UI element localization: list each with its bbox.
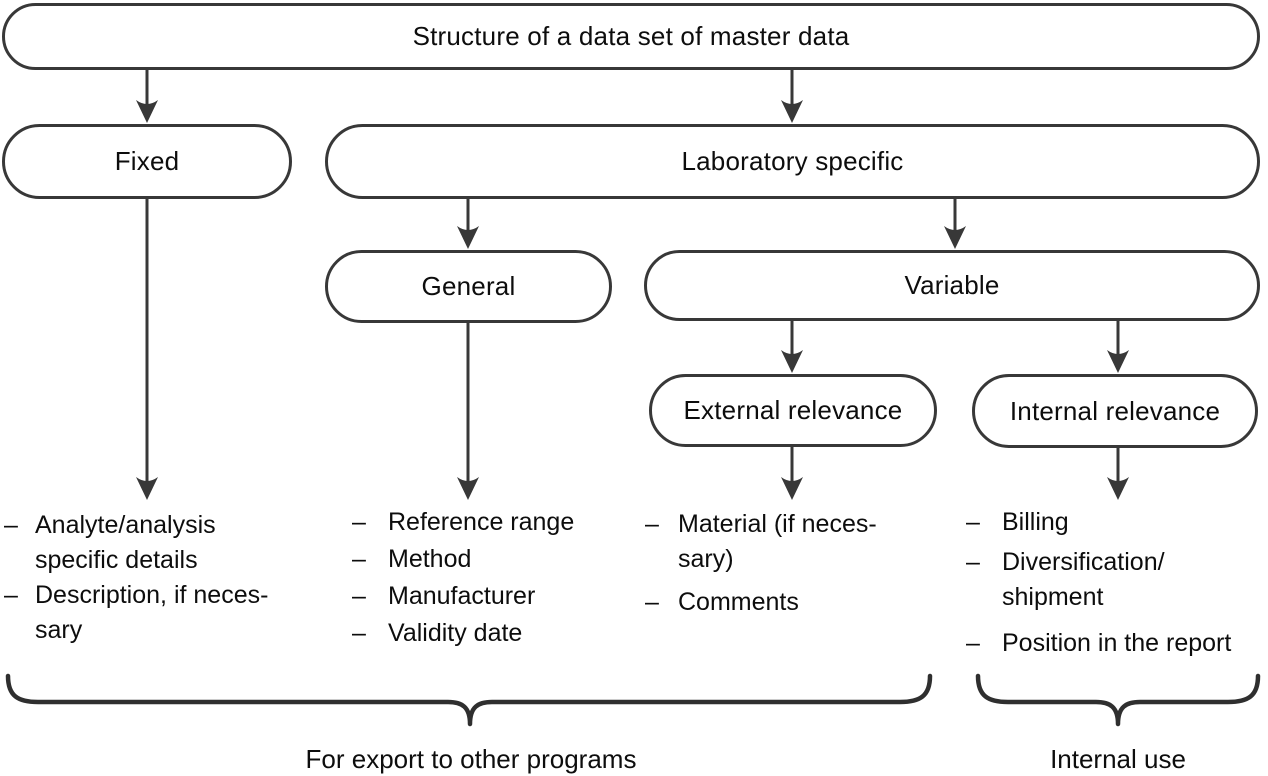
general-detail-list: – Reference range – Method – Manufacture… — [352, 505, 637, 651]
list-item-text: Position in the report — [1002, 629, 1232, 657]
dash-bullet: – — [352, 508, 366, 536]
node-root: Structure of a data set of master data — [2, 3, 1260, 70]
arrow-down-icon — [136, 68, 158, 123]
list-item: – Billing — [966, 505, 1266, 540]
arrow-down-icon — [457, 197, 479, 249]
list-item-text: Material (if neces- sary) — [678, 510, 877, 573]
list-item: – Diversification/ shipment — [966, 545, 1266, 615]
arrow-down-icon — [136, 197, 158, 500]
dash-bullet: – — [4, 581, 18, 609]
dash-bullet: – — [966, 548, 980, 576]
list-item-text: Diversification/ shipment — [1002, 548, 1165, 611]
node-internal-relevance: Internal relevance — [972, 374, 1258, 448]
node-variable: Variable — [644, 250, 1260, 321]
dash-bullet: – — [4, 511, 18, 539]
dash-bullet: – — [645, 588, 659, 616]
node-variable-label: Variable — [904, 270, 1000, 300]
node-external-relevance-label: External relevance — [683, 395, 903, 425]
internal-use-caption: Internal use — [1050, 744, 1186, 774]
dash-bullet: – — [352, 545, 366, 573]
list-item: – Method — [352, 542, 637, 577]
arrow-down-icon — [457, 321, 479, 500]
node-laboratory-specific: Laboratory specific — [325, 124, 1260, 199]
dash-bullet: – — [352, 582, 366, 610]
list-item-text: Manufacturer — [388, 582, 536, 610]
node-fixed: Fixed — [2, 124, 292, 199]
list-item-text: Description, if neces- sary — [35, 581, 269, 644]
arrow-down-icon — [781, 445, 803, 500]
list-item: – Validity date — [352, 616, 637, 651]
list-item: – Description, if neces- sary — [4, 578, 304, 648]
arrow-down-icon — [944, 197, 966, 249]
list-item-text: Comments — [678, 588, 799, 616]
node-laboratory-specific-label: Laboratory specific — [681, 146, 904, 176]
list-item: – Material (if neces- sary) — [645, 507, 940, 577]
node-external-relevance: External relevance — [649, 374, 937, 447]
export-group-caption: For export to other programs — [305, 744, 637, 774]
underbrace-left-icon — [5, 673, 933, 727]
external-relevance-detail-list: – Material (if neces- sary) – Comments — [645, 507, 940, 620]
dash-bullet: – — [966, 629, 980, 657]
list-item: – Analyte/analysis specific details — [4, 508, 304, 578]
list-item-text: Billing — [1002, 508, 1069, 536]
node-internal-relevance-label: Internal relevance — [1009, 395, 1221, 426]
list-item: – Reference range — [352, 505, 637, 540]
internal-relevance-detail-list: – Billing – Diversification/ shipment – … — [966, 505, 1266, 661]
node-root-label: Structure of a data set of master data — [412, 21, 850, 51]
list-item-text: Validity date — [388, 619, 523, 647]
arrow-down-icon — [781, 319, 803, 373]
list-item: – Position in the report — [966, 626, 1266, 661]
arrow-down-icon — [1107, 319, 1129, 373]
list-item-text: Reference range — [388, 508, 575, 536]
list-item-text: Analyte/analysis specific details — [35, 511, 216, 574]
node-general-label: General — [421, 271, 516, 301]
arrow-down-icon — [781, 68, 803, 123]
node-general: General — [325, 250, 612, 323]
dash-bullet: – — [645, 510, 659, 538]
dash-bullet: – — [352, 619, 366, 647]
list-item: – Comments — [645, 585, 940, 620]
underbrace-right-icon — [975, 673, 1261, 727]
dash-bullet: – — [966, 508, 980, 536]
node-fixed-label: Fixed — [114, 146, 180, 176]
list-item: – Manufacturer — [352, 579, 637, 614]
arrow-down-icon — [1107, 446, 1129, 500]
list-item-text: Method — [388, 545, 472, 573]
fixed-detail-list: – Analyte/analysis specific details – De… — [4, 508, 304, 648]
